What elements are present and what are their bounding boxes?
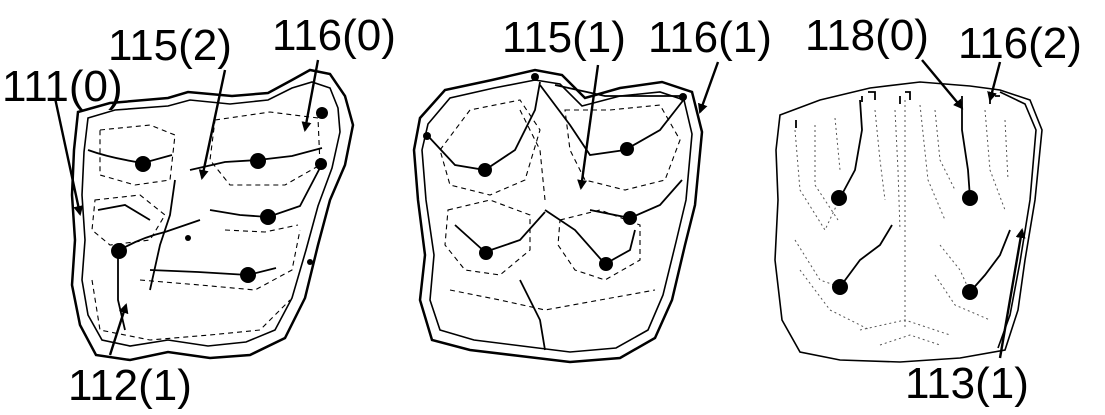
cusp-dot	[185, 235, 191, 241]
label-118-0: 118(0)	[805, 11, 929, 60]
cusp-dot	[599, 257, 613, 271]
label-113-1: 113(1)	[905, 359, 1029, 408]
cusp-dot	[307, 259, 313, 265]
tooth-right	[775, 82, 1042, 362]
arrow-118-0	[922, 60, 962, 108]
cusp-dot	[478, 163, 492, 177]
tooth-right-buccal-outline	[998, 92, 1036, 348]
label-116-2: 116(2)	[958, 19, 1082, 68]
cusp-dot	[831, 190, 847, 206]
cusp-dot	[679, 93, 687, 101]
label-115-2: 115(2)	[108, 21, 232, 70]
tooth-right-outer-outline	[775, 82, 1042, 362]
arrow-113-1	[1000, 230, 1022, 358]
cusp-dot	[962, 284, 978, 300]
cusp-dot	[623, 211, 637, 225]
cusp-dot	[260, 209, 276, 225]
label-112-1: 112(1)	[68, 361, 192, 410]
label-115-1: 115(1)	[502, 13, 626, 62]
cusp-dot	[832, 279, 848, 295]
label-116-1: 116(1)	[648, 13, 772, 62]
tooth-left	[72, 70, 353, 360]
tooth-middle-outer-outline	[414, 70, 702, 362]
cusp-dot	[423, 132, 431, 140]
cusp-dot	[315, 158, 327, 170]
cusp-dot	[250, 153, 266, 169]
cusp-dot	[135, 156, 151, 172]
tooth-left-outer-outline	[72, 70, 353, 360]
cusp-dot	[620, 142, 634, 156]
cusp-dot	[240, 267, 256, 283]
cusp-dot	[316, 107, 328, 119]
cusp-dot	[962, 190, 978, 206]
cusp-dot	[531, 73, 539, 81]
arrow-116-1	[700, 62, 718, 112]
label-116-0: 116(0)	[272, 11, 396, 60]
cusp-dot	[111, 243, 127, 259]
tooth-middle	[414, 70, 702, 362]
cusp-dot	[479, 246, 493, 260]
label-111-0: 111(0)	[2, 62, 123, 111]
